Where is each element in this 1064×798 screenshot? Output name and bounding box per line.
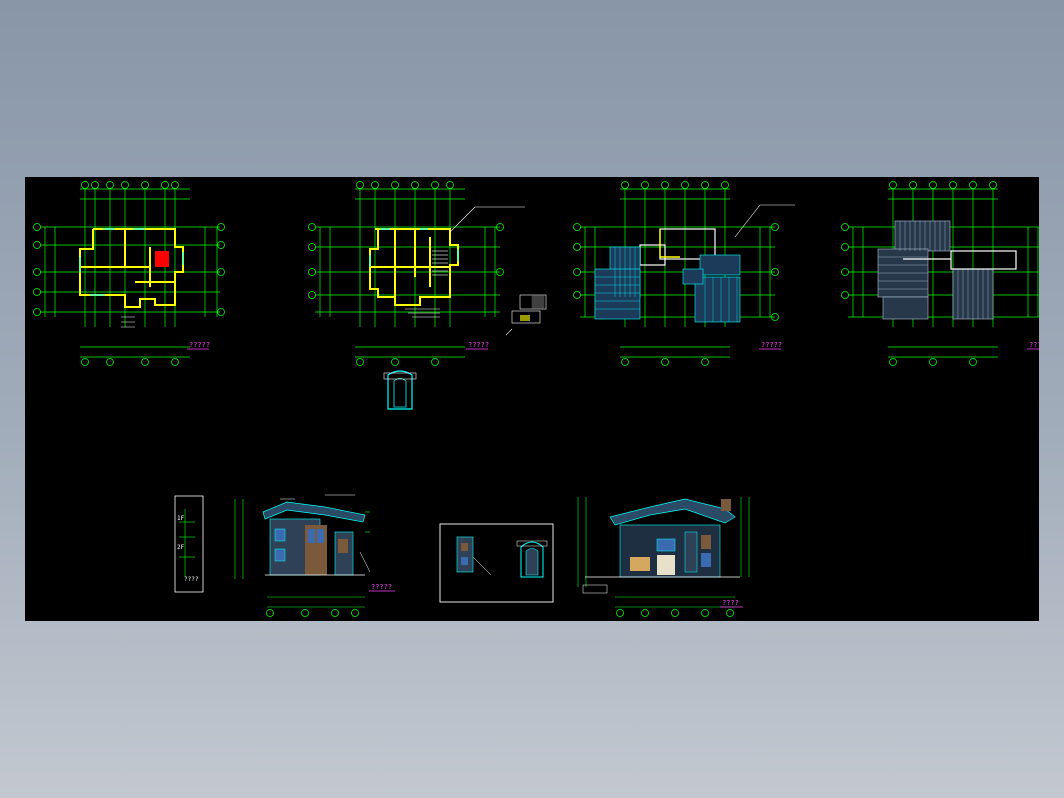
window-detail-box[interactable]	[439, 523, 554, 603]
elevation-caption: ????	[722, 599, 739, 607]
arch-window-detail[interactable]	[383, 370, 417, 410]
roof-plan[interactable]: ?????	[841, 181, 1040, 366]
side-elevation[interactable]: ????	[577, 497, 750, 617]
cad-drawing: ?????	[33, 181, 1040, 617]
sheet-caption: ?????	[761, 341, 782, 349]
sheet-caption: ?????	[1029, 341, 1039, 349]
sheet-caption: ?????	[189, 341, 210, 349]
floor-plan-1[interactable]: ?????	[33, 181, 225, 366]
sheet-caption: ?????	[468, 341, 489, 349]
drawing-viewport[interactable]: ?????	[25, 177, 1039, 621]
floor-plan-2[interactable]: ?????	[308, 181, 547, 410]
front-elevation[interactable]: ?????	[234, 494, 395, 617]
wall-section-detail[interactable]: 1F 2F ????	[174, 495, 204, 593]
roof-hatch	[594, 246, 741, 323]
level-label: 1F	[177, 515, 185, 522]
floor-plan-3[interactable]: ?????	[573, 181, 796, 366]
stair-highlight	[155, 251, 169, 267]
elevation-caption: ?????	[371, 583, 392, 591]
level-note: 2F	[177, 544, 185, 551]
section-caption: ????	[184, 576, 199, 583]
